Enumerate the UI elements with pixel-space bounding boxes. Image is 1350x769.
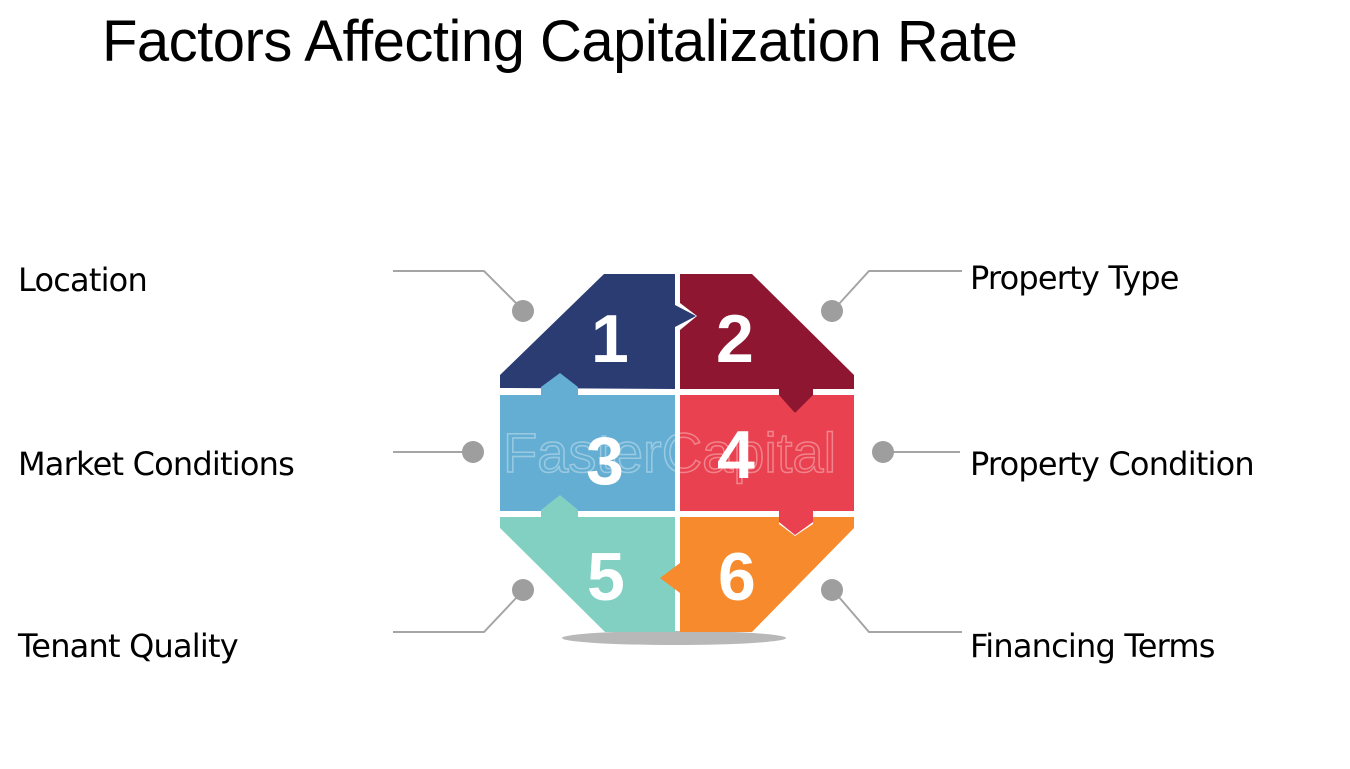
piece-number-1: 1: [591, 301, 629, 377]
watermark-text: FasterCapital: [503, 421, 836, 484]
puzzle-piece-1: [500, 274, 696, 389]
connector-dot-financing-terms: [821, 579, 843, 601]
puzzle-piece-2: [680, 274, 854, 413]
connector-dot-tenant-quality: [512, 579, 534, 601]
diagram-title: Factors Affecting Capitalization Rate: [102, 9, 1018, 74]
label-property-condition: Property Condition: [970, 445, 1255, 483]
puzzle-piece-4: [680, 395, 854, 535]
label-financing-terms: Financing Terms: [970, 627, 1215, 665]
label-location: Location: [18, 261, 148, 299]
connector-dot-market-conditions: [462, 441, 484, 463]
piece-number-6: 6: [718, 539, 756, 615]
connector-financing-terms: [837, 595, 962, 633]
connector-property-type: [837, 270, 962, 306]
connector-dot-location: [512, 300, 534, 322]
puzzle-piece-5: [500, 495, 675, 632]
connector-dot-property-type: [821, 300, 843, 322]
piece-number-4: 4: [717, 417, 755, 493]
label-tenant-quality: Tenant Quality: [18, 627, 239, 665]
connector-tenant-quality: [393, 595, 519, 633]
puzzle-piece-3: [500, 373, 675, 519]
puzzle-piece-6: [660, 517, 854, 632]
label-market-conditions: Market Conditions: [18, 445, 295, 483]
piece-number-5: 5: [587, 539, 625, 615]
piece-number-2: 2: [716, 301, 754, 377]
diagram-shadow: [562, 631, 786, 645]
piece-number-3: 3: [586, 423, 624, 499]
label-property-type: Property Type: [970, 259, 1179, 297]
connector-dot-property-condition: [872, 441, 894, 463]
connector-location: [393, 270, 519, 306]
